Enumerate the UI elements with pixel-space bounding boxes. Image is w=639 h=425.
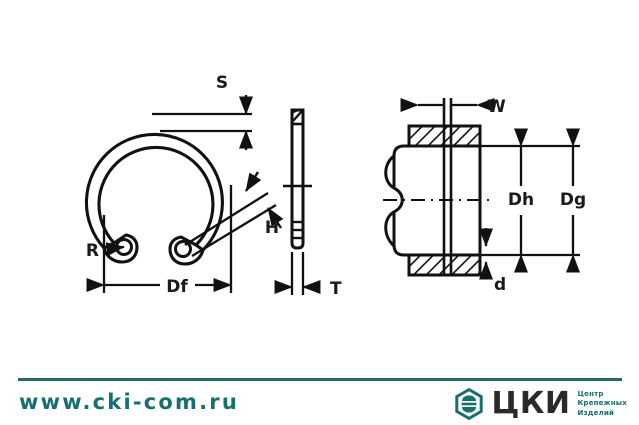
drawing-canvas: S R Df H — [0, 0, 639, 368]
h-leader-lower — [191, 204, 277, 257]
footer-divider — [18, 378, 622, 381]
brand-tagline: Центр Крепежных Изделий — [577, 390, 627, 418]
lug-right — [168, 235, 205, 266]
break-line-lower — [384, 154, 396, 190]
lug-right-hole — [174, 240, 192, 258]
r-leader-line — [105, 242, 125, 257]
break-line-upper — [384, 186, 404, 248]
technical-drawing: S R Df H — [0, 0, 639, 368]
side-top-hatch-1 — [292, 110, 303, 122]
brand-tagline-line-2: Крепежных — [577, 399, 627, 408]
site-url-text[interactable]: www.cki-com.ru — [19, 390, 240, 414]
lug-left — [102, 233, 139, 264]
dim-label-d: d — [494, 275, 506, 295]
side-body-outline — [290, 108, 305, 250]
dim-label-S: S — [216, 73, 228, 93]
side-top-hatch-2 — [292, 108, 299, 114]
assembly-view: W Dh Dg d — [383, 97, 586, 295]
brand-tagline-line-1: Центр — [577, 390, 604, 399]
dim-label-R: R — [86, 241, 99, 261]
dim-label-Dh: Dh — [508, 190, 534, 210]
dim-label-T: T — [330, 279, 342, 299]
cki-hexagon-logo-icon — [454, 388, 483, 420]
brand-tagline-line-3: Изделий — [577, 408, 615, 417]
side-view: T — [274, 108, 342, 299]
dim-label-Dg: Dg — [560, 190, 586, 210]
canvas-background — [0, 0, 639, 368]
dim-label-H: H — [265, 218, 279, 238]
brand-lockup: ЦКИ Центр Крепежных Изделий — [453, 387, 627, 421]
h-arrow-lower — [267, 207, 284, 229]
h-leader-upper — [184, 192, 269, 246]
dim-label-W: W — [487, 97, 506, 117]
ring-inner-arc — [97, 145, 215, 247]
front-view: S R Df H — [84, 73, 284, 297]
site-footer: www.cki-com.ru ЦКИ Центр Крепежных Издел… — [0, 368, 639, 425]
ring-outer-arc — [84, 132, 224, 252]
bore-top-edge — [392, 144, 480, 188]
dim-label-Df: Df — [166, 277, 188, 297]
brand-name-text: ЦКИ — [491, 386, 571, 421]
h-arrow-upper — [245, 171, 262, 192]
